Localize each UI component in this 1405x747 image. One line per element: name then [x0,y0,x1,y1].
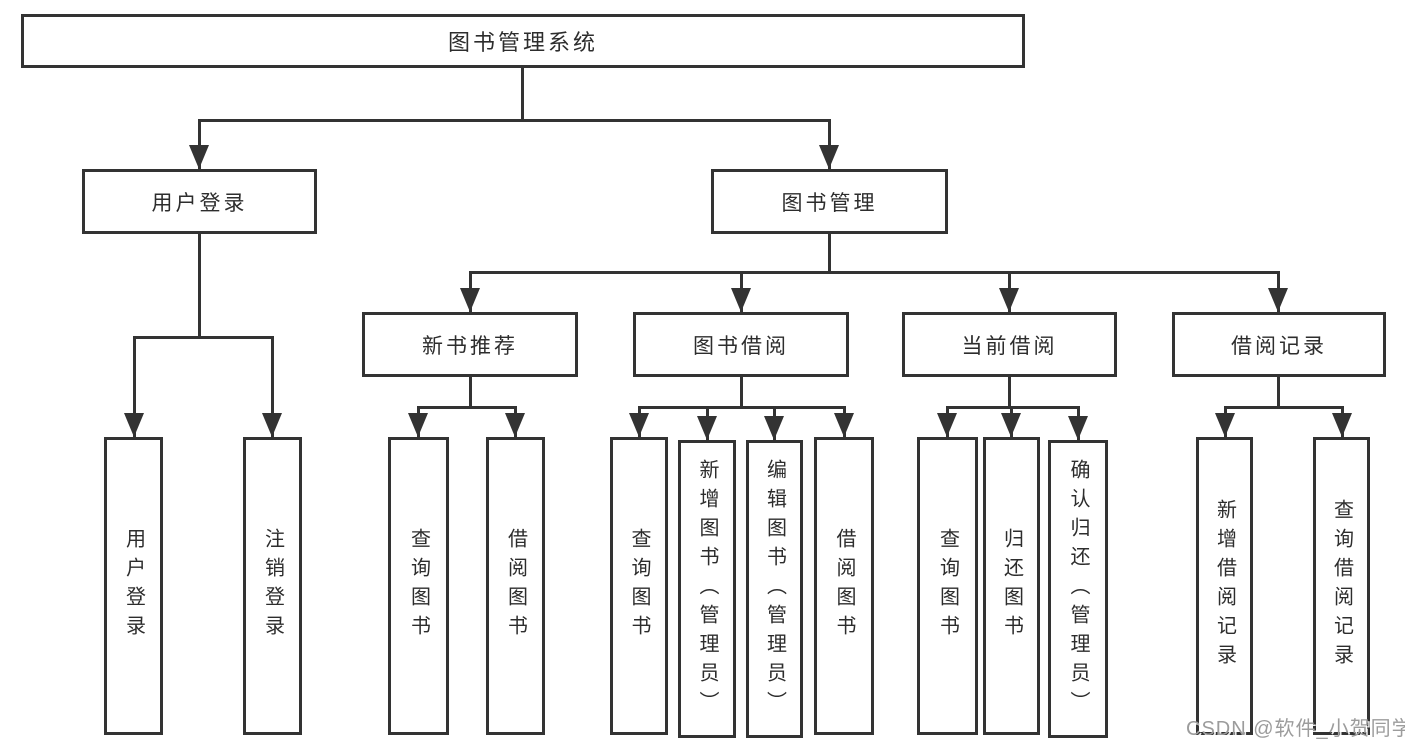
connector-line [133,336,136,437]
connector-line [1224,406,1342,409]
connector-line [740,377,743,406]
connector-line [133,336,273,339]
node-logout: 注销登录 [243,437,302,735]
node-current-borrowing: 当前借阅 [902,312,1117,377]
arrow-down-icon [408,413,428,437]
arrow-down-icon [1215,413,1235,437]
node-return-books: 归还图书 [983,437,1040,735]
node-book-management: 图书管理 [711,169,948,234]
node-label: 用户登录 [151,191,248,215]
node-recommend-query-books: 查询图书 [388,437,449,735]
node-add-borrow-record: 新增借阅记录 [1196,437,1253,735]
node-label: 借阅图书 [833,528,855,644]
arrow-down-icon [819,145,839,169]
arrow-down-icon [999,288,1019,312]
connector-line [638,406,844,409]
node-label: 新增借阅记录 [1213,499,1236,673]
node-label: 用户登录 [122,528,145,644]
arrow-down-icon [460,288,480,312]
node-label: 图书管理系统 [447,30,598,55]
node-label: 借阅图书 [504,528,527,644]
arrow-down-icon [697,416,717,440]
connector-line [469,377,472,406]
arrow-down-icon [1268,288,1288,312]
connector-line [469,271,1279,274]
arrow-down-icon [1332,413,1352,437]
arrow-down-icon [1068,416,1088,440]
arrow-down-icon [505,413,525,437]
connector-line [521,68,524,119]
connector-line [417,406,516,409]
node-label: 查询借阅记录 [1330,499,1353,673]
arrow-down-icon [834,413,854,437]
node-label: 借阅记录 [1231,334,1327,358]
node-borrowing-query-books: 查询图书 [610,437,668,735]
connector-line [828,119,831,169]
node-current-query-books: 查询图书 [917,437,978,735]
node-user-login-leaf: 用户登录 [104,437,163,735]
arrow-down-icon [1001,413,1021,437]
connector-line [198,119,201,169]
node-label: 编辑图书（管理员） [763,458,786,720]
node-label: 归还图书 [1000,528,1023,644]
arrow-down-icon [262,413,282,437]
connector-line [828,234,831,271]
node-label: 查询图书 [936,528,959,644]
node-label: 查询图书 [407,528,430,644]
node-recommend-borrow-books: 借阅图书 [486,437,545,735]
node-new-book-recommend: 新书推荐 [362,312,578,377]
arrow-down-icon [731,288,751,312]
connector-line [1008,377,1011,406]
node-label: 图书管理 [781,191,878,215]
node-label: 注销登录 [261,528,284,644]
node-borrowing-borrow-books: 借阅图书 [814,437,874,735]
arrow-down-icon [629,413,649,437]
arrow-down-icon [937,413,957,437]
node-borrowing-records: 借阅记录 [1172,312,1386,377]
node-label: 当前借阅 [961,334,1058,358]
node-user-login: 用户登录 [82,169,317,234]
connector-line [198,119,831,122]
connector-line [198,234,201,336]
node-label: 查询图书 [628,528,650,644]
node-library-management-system: 图书管理系统 [21,14,1025,68]
connector-line [1277,377,1280,406]
node-confirm-return-admin: 确认归还（管理员） [1048,440,1108,738]
connector-line [271,336,274,437]
node-book-borrowing: 图书借阅 [633,312,849,377]
node-label: 确认归还（管理员） [1067,458,1089,720]
node-label: 新增图书（管理员） [696,458,718,720]
node-query-borrow-record: 查询借阅记录 [1313,437,1370,735]
node-add-books-admin: 新增图书（管理员） [678,440,736,738]
node-label: 新书推荐 [422,334,518,358]
csdn-watermark: CSDN @软件_小贺同学 [1186,718,1405,740]
arrow-down-icon [764,416,784,440]
arrow-down-icon [124,413,144,437]
arrow-down-icon [189,145,209,169]
node-edit-books-admin: 编辑图书（管理员） [746,440,803,738]
node-label: 图书借阅 [693,334,789,358]
